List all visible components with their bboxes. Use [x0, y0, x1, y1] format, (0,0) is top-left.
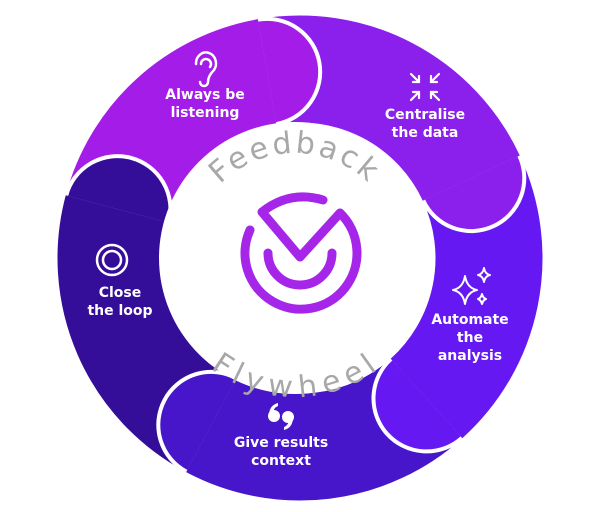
target-icon [95, 243, 129, 277]
step-label-line: the [456, 330, 484, 346]
step-label-line: Always be [165, 87, 245, 103]
step-label-line: listening [170, 105, 240, 121]
logo-icon [240, 192, 362, 314]
segment-cap-always-be-listening [257, 16, 323, 127]
quote-icon [268, 403, 294, 430]
arrows-collapse-icon [409, 72, 441, 102]
segment-cap-give-results-context [156, 369, 238, 474]
step-centralise-the-data: Centralise the data [360, 106, 490, 142]
segment-cap-automate-the-analysis [371, 357, 464, 454]
step-close-the-loop: Close the loop [55, 284, 185, 320]
segment-cap-close-the-loop [64, 154, 173, 224]
step-label-line: analysis [437, 348, 503, 364]
step-label-line: the data [391, 125, 459, 141]
segment-cap-centralise-the-data [421, 154, 527, 233]
sparkles-icon [452, 267, 491, 305]
step-label-line: Automate [431, 312, 509, 328]
step-automate-the-analysis: Automate the analysis [405, 311, 535, 365]
step-label-line: context [251, 453, 311, 469]
step-label-line: Close [98, 285, 142, 301]
step-always-be-listening: Always be listening [140, 86, 270, 122]
ear-icon [194, 51, 218, 88]
flywheel-ring [57, 15, 543, 501]
step-label-line: Centralise [384, 107, 466, 123]
step-give-results-context: Give results context [216, 434, 346, 470]
step-label-line: the loop [87, 303, 153, 319]
step-label-line: Give results [233, 435, 329, 451]
